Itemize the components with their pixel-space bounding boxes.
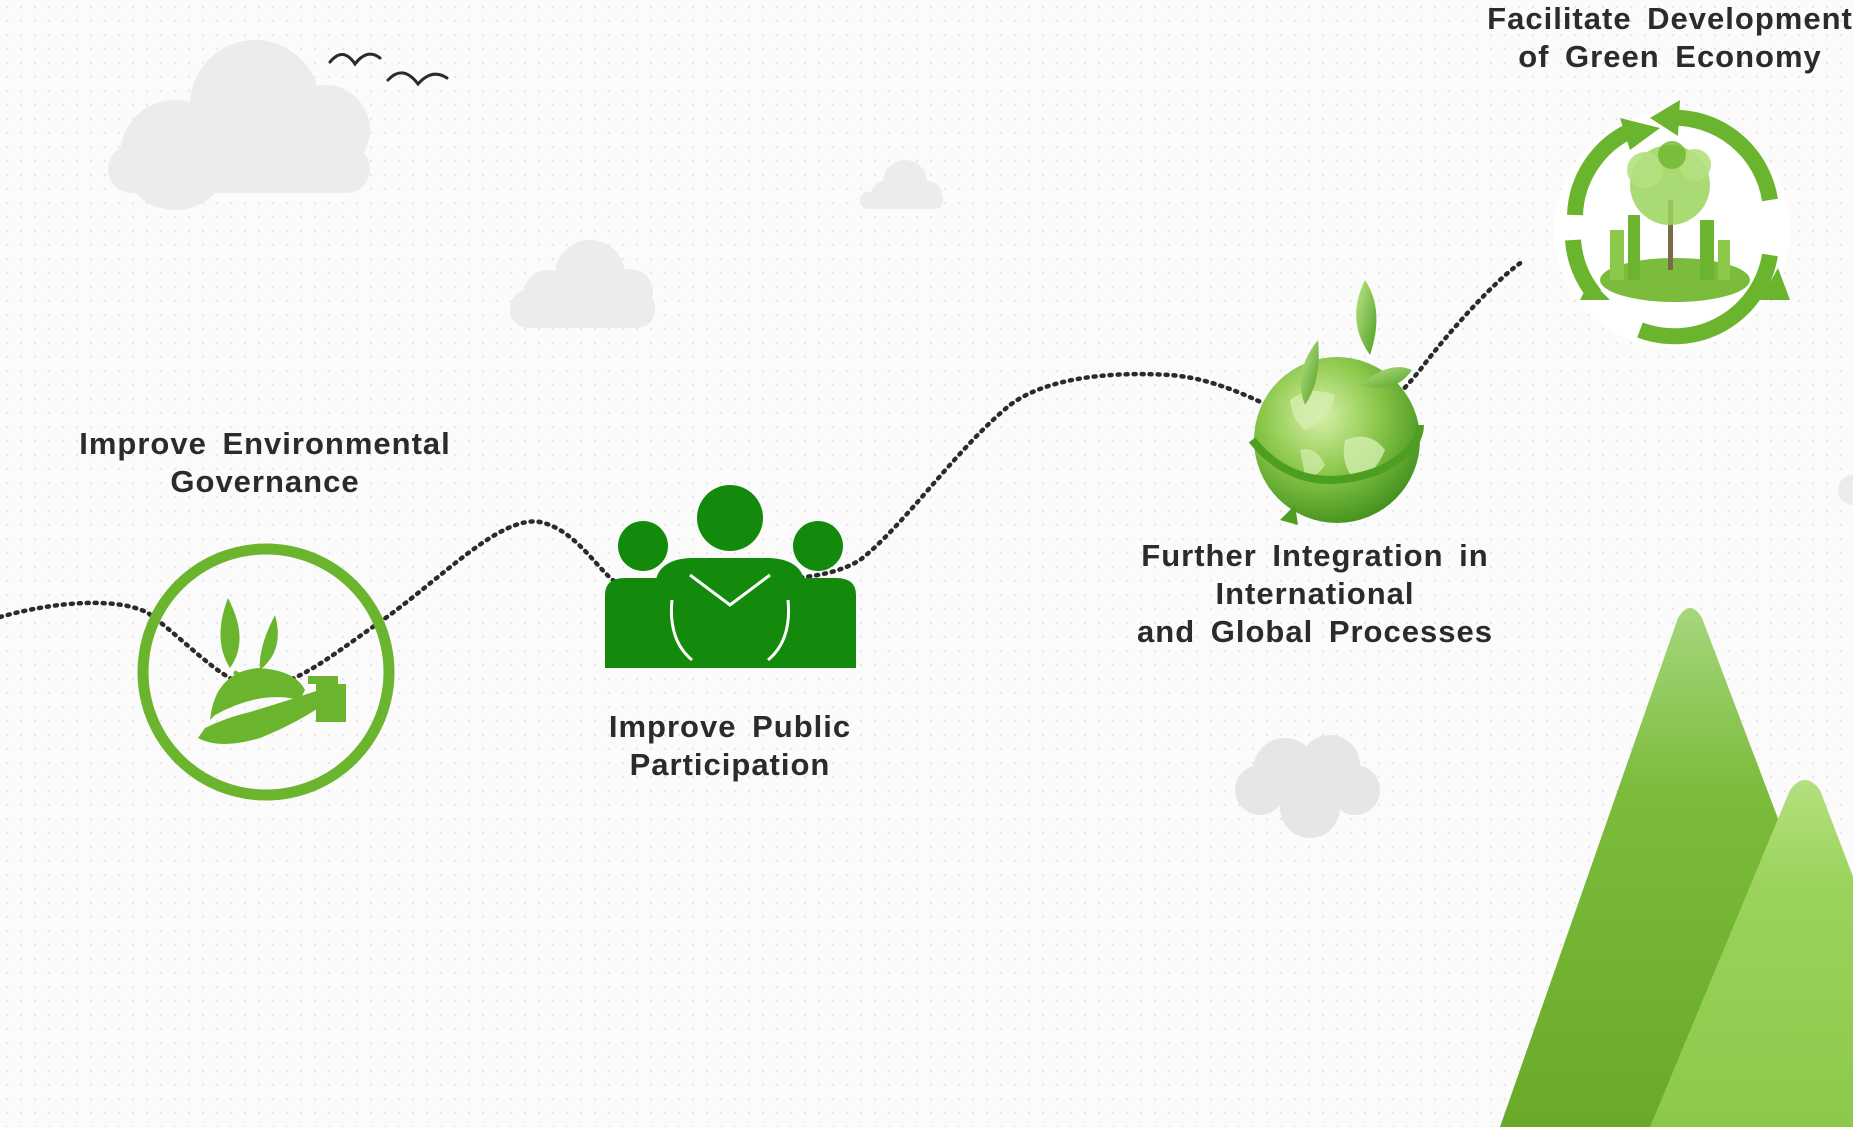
step-label-green-economy: Facilitate Development of Green Economy: [1450, 0, 1853, 76]
cloud-large: [108, 40, 370, 210]
step-label-line: Improve Public: [608, 709, 852, 744]
cloud-small-1: [860, 160, 943, 209]
step-label-line: Participation: [629, 747, 831, 782]
step-label-integration: Further Integration in International and…: [1100, 537, 1530, 651]
step-label-line: Further Integration in: [1141, 538, 1489, 573]
step-label-line: Improve Environmental: [79, 426, 451, 461]
bird-icon: [328, 52, 449, 87]
recycle-city-tree-icon: [1554, 100, 1790, 348]
green-globe-icon: [1248, 280, 1424, 525]
step-label-participation: Improve Public Participation: [520, 708, 940, 784]
cloud-edge: [1838, 475, 1853, 505]
group-of-people-icon: [605, 485, 856, 668]
step-label-line: Governance: [170, 464, 360, 499]
step-label-line: of Green Economy: [1518, 39, 1822, 74]
cloud-bottom: [1235, 735, 1380, 838]
hand-holding-plant-icon: [137, 543, 395, 801]
step-label-governance: Improve Environmental Governance: [40, 425, 490, 501]
step-label-line: International: [1215, 576, 1415, 611]
mountains: [1500, 608, 1853, 1127]
step-label-line: Facilitate Development: [1487, 1, 1853, 36]
cloud-medium: [510, 240, 655, 328]
step-label-line: and Global Processes: [1137, 614, 1493, 649]
